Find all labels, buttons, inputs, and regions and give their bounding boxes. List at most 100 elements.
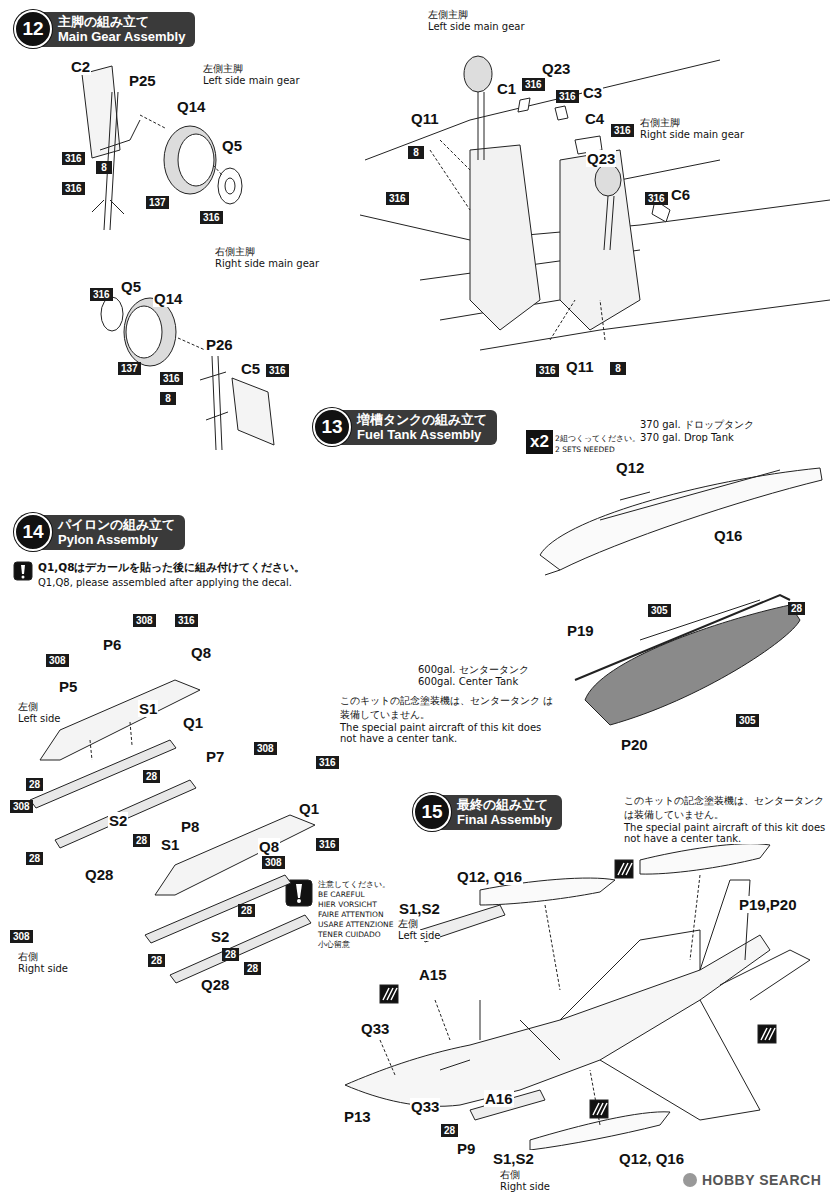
step-title: Pylon Assembly	[58, 532, 175, 547]
part-number: Q16	[713, 527, 743, 544]
note-text: Left side main gear	[203, 75, 300, 86]
part-number: Q8	[190, 644, 212, 661]
color-callout: 316	[62, 182, 85, 195]
color-callout: 316	[645, 192, 668, 205]
step-title: Main Gear Assembly	[58, 29, 185, 44]
step-header: 12主脚の組み立てMain Gear Assembly	[14, 10, 195, 48]
part-number: P8	[180, 818, 200, 835]
step-title: 増槽タンクの組み立て	[357, 412, 487, 427]
part-number: A16	[484, 1090, 514, 1107]
quantity-text: x2	[526, 430, 553, 454]
note-text: 600gal. センタータンク	[418, 663, 529, 677]
step-title: 最終の組み立て	[457, 797, 552, 812]
color-callout: 28	[26, 778, 43, 791]
step-header: 14パイロンの組み立てPylon Assembly	[14, 513, 185, 551]
step-title: 主脚の組み立て	[58, 14, 185, 29]
note-text: Left side main gear	[428, 21, 525, 32]
note-text: Q1,Q8はデカールを貼った後に組み付けてください。	[38, 561, 305, 575]
step-title-band: 最終の組み立てFinal Assembly	[441, 795, 562, 830]
part-number: P25	[128, 72, 157, 89]
part-number: P26	[205, 336, 234, 353]
note-text: 600gal. Center Tank	[418, 676, 518, 687]
color-callout: 316	[90, 288, 113, 301]
note-text: 370 gal. Drop Tank	[640, 432, 734, 443]
color-callout: 316	[522, 78, 545, 91]
part-number: Q8	[258, 838, 280, 855]
color-callout: 316	[536, 364, 559, 377]
part-number: Q33	[360, 1020, 390, 1037]
part-number: Q1	[182, 714, 204, 731]
note-text: 左側	[398, 917, 418, 931]
part-number: P20	[620, 736, 649, 753]
part-number: C3	[582, 84, 603, 101]
part-number: Q11	[565, 358, 595, 375]
part-number: Q14	[153, 290, 183, 307]
part-number: Q12	[615, 459, 645, 476]
step-number: 12	[14, 10, 52, 48]
color-callout: 316	[266, 364, 289, 377]
part-number: C2	[70, 58, 91, 75]
part-number: Q12, Q16	[618, 1150, 685, 1167]
part-number: S1	[160, 836, 180, 853]
step-header: 13増槽タンクの組み立てFuel Tank Assembly	[313, 408, 497, 446]
note-text: Right side main gear	[215, 258, 319, 269]
quantity-box: x2	[526, 430, 553, 454]
step-title-band: 主脚の組み立てMain Gear Assembly	[42, 12, 195, 47]
color-callout: 316	[62, 152, 85, 165]
color-callout: 28	[148, 954, 165, 967]
note-text: 右側主脚	[640, 116, 680, 130]
color-callout: 305	[648, 604, 671, 617]
watermark: HOBBY SEARCH	[702, 1172, 821, 1188]
note-text: Left side	[18, 713, 60, 724]
color-callout: 28	[133, 834, 150, 847]
note-text: FAIRE ATTENTION	[318, 910, 384, 919]
color-callout: 308	[133, 614, 156, 627]
part-number: S1,S2	[492, 1150, 535, 1167]
note-text: Right side	[18, 963, 68, 974]
note-text: 2組つくってください。	[555, 434, 640, 444]
note-text: このキットの記念塗装機は、センタータンク は装備していません。	[624, 794, 829, 822]
note-text: BE CAREFUL	[318, 890, 365, 899]
step-title-band: パイロンの組み立てPylon Assembly	[42, 515, 185, 550]
note-text: USARE ATTENZIONE	[318, 920, 393, 929]
color-callout: 8	[610, 362, 626, 375]
color-callout: 308	[46, 654, 69, 667]
color-callout: 316	[316, 838, 339, 851]
note-text: 右側	[18, 950, 38, 964]
part-number: C6	[670, 186, 691, 203]
part-number: P5	[58, 678, 78, 695]
color-callout: 137	[146, 196, 169, 209]
note-text: 右側主脚	[215, 245, 255, 259]
color-callout: 28	[26, 852, 43, 865]
part-number: C4	[584, 110, 605, 127]
color-callout: 28	[238, 904, 255, 917]
part-number: A15	[418, 966, 448, 983]
note-text: The special paint aircraft of this kit d…	[340, 722, 555, 744]
step-title: Fuel Tank Assembly	[357, 427, 487, 442]
color-callout: 8	[408, 146, 424, 159]
part-number: P9	[456, 1140, 476, 1157]
part-number: C1	[496, 80, 517, 97]
note-text: Q1,Q8, please assembled after applying t…	[38, 577, 292, 588]
part-number: Q23	[541, 60, 571, 77]
color-callout: 28	[244, 962, 261, 975]
note-text: HIER VORSICHT	[318, 900, 377, 909]
color-callout: 316	[386, 192, 409, 205]
color-callout: 8	[96, 161, 112, 174]
part-number: P6	[102, 636, 122, 653]
note-text: 2 SETS NEEDED	[555, 445, 615, 454]
part-number: Q28	[84, 866, 114, 883]
color-callout: 28	[441, 1124, 458, 1137]
step-title-band: 増槽タンクの組み立てFuel Tank Assembly	[341, 410, 497, 445]
note-text: 注意してください。	[318, 880, 390, 890]
part-number: P13	[343, 1108, 372, 1125]
part-number: Q5	[221, 137, 243, 154]
color-callout: 316	[160, 372, 183, 385]
note-text: Right side main gear	[640, 129, 744, 140]
part-number: Q14	[176, 98, 206, 115]
note-text: 小心留意	[318, 940, 350, 950]
color-callout: 305	[736, 714, 759, 727]
color-callout: 308	[262, 856, 285, 869]
